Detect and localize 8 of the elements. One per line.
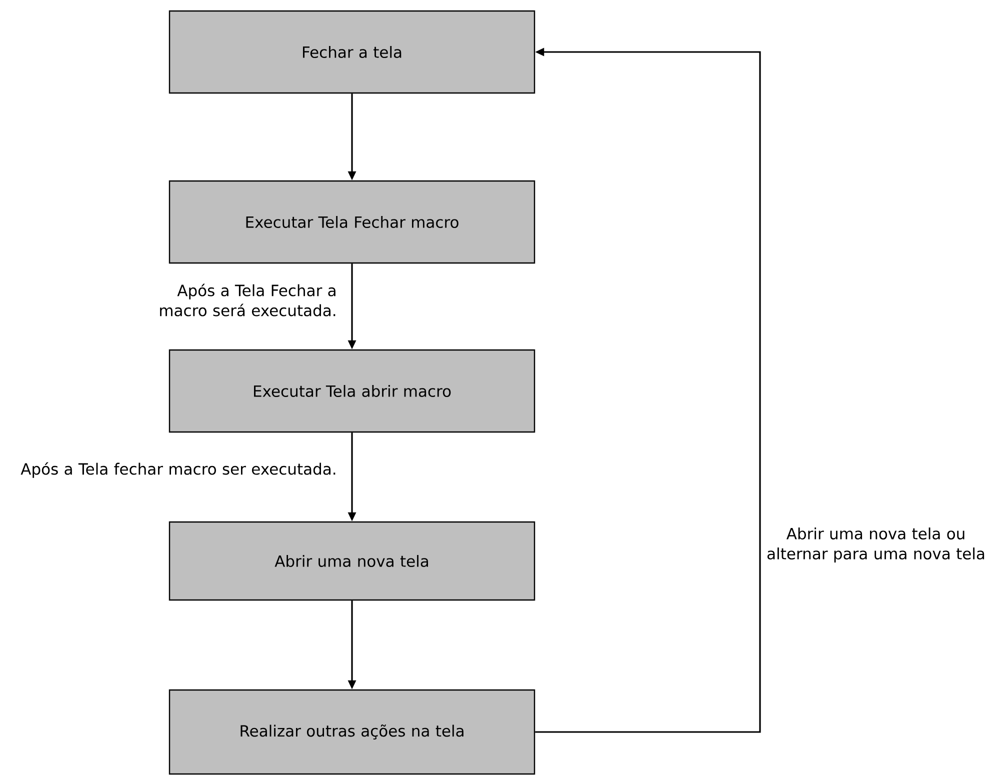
process-box: Abrir uma nova tela [168,521,536,601]
process-box: Executar Tela Fechar macro [168,180,536,264]
process-box: Fechar a tela [168,10,536,94]
process-box: Realizar outras ações na tela [168,689,536,775]
edge-label: Após a Tela Fechar a macro será executada. [160,284,336,316]
edge-label: Após a Tela fechar macro ser executada. [20,462,336,478]
edge-label: Abrir uma nova tela ou alternar para uma nova tela [767,528,984,562]
process-box: Executar Tela abrir macro [168,349,536,433]
